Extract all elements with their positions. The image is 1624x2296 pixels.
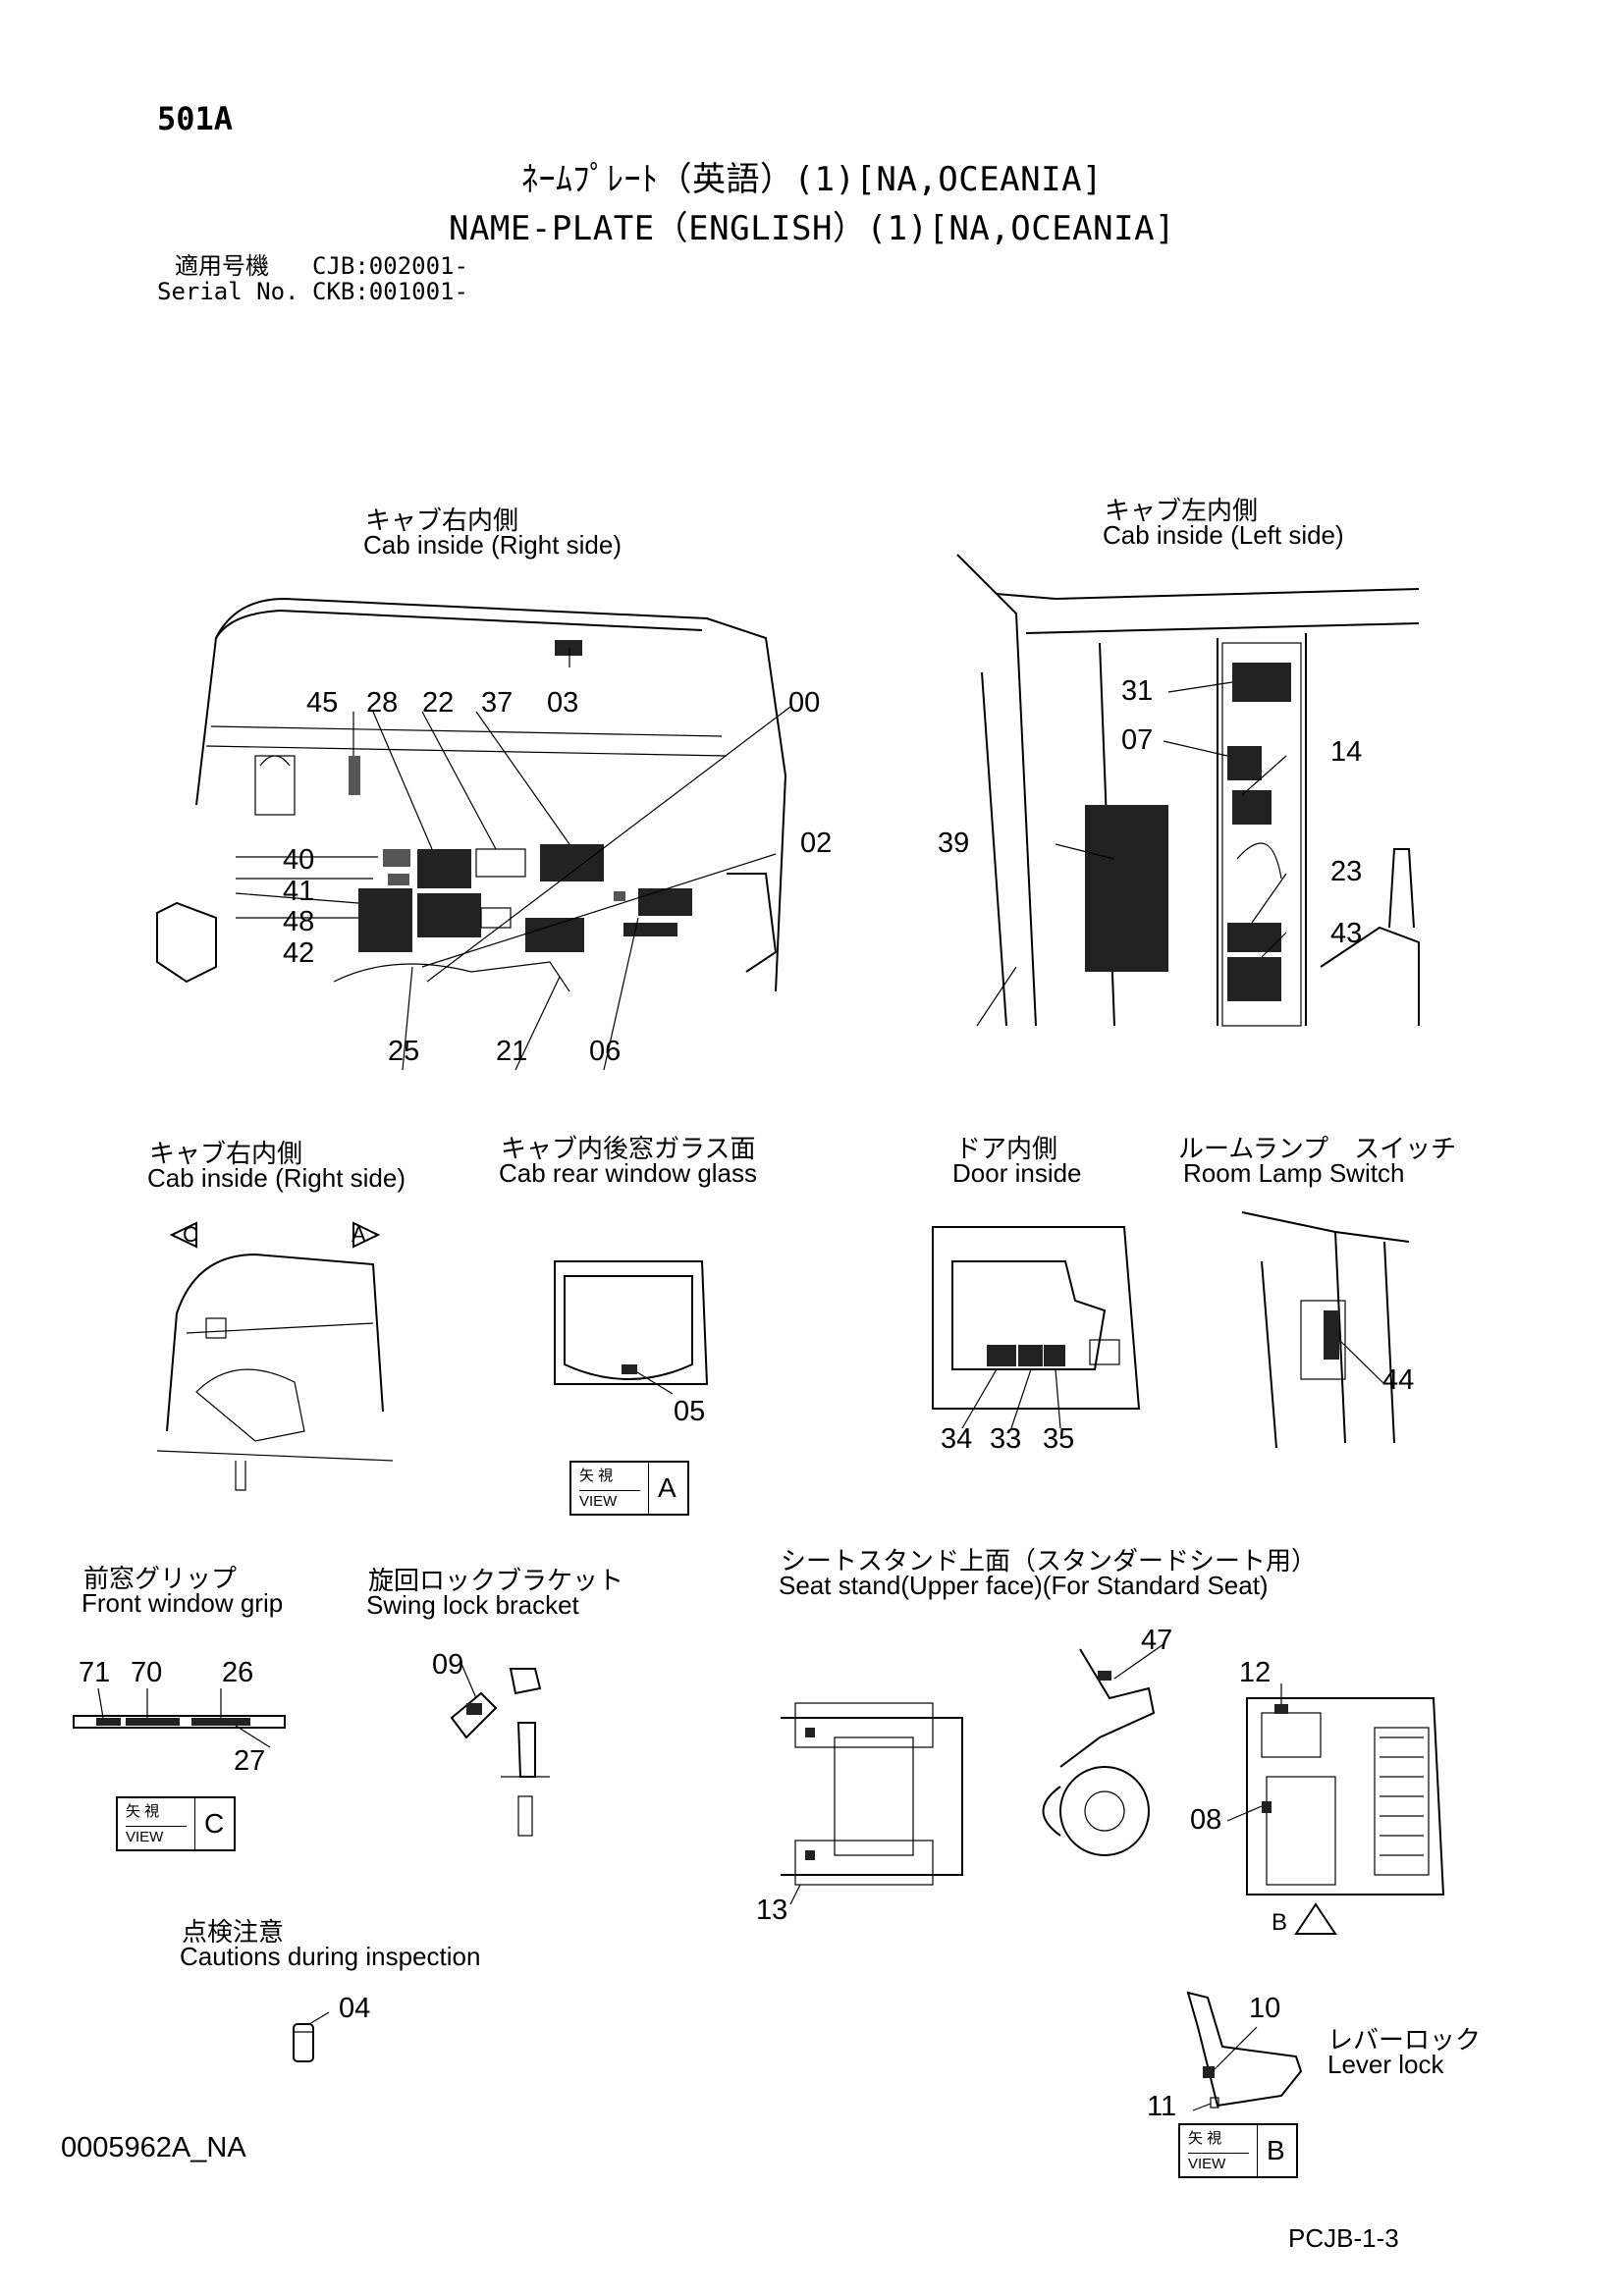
rear-glass-figure xyxy=(554,1260,709,1395)
cab-left-jp: キャブ左内側 xyxy=(1105,496,1259,525)
inspection-figure xyxy=(293,2011,330,2062)
callout-39: 39 xyxy=(938,828,970,859)
door-inside-en: Door inside xyxy=(952,1158,1082,1188)
cab-right-view-figure xyxy=(156,1221,394,1491)
page-code: 501A xyxy=(157,100,234,137)
callout-06: 06 xyxy=(589,1036,622,1067)
callout-37: 37 xyxy=(481,687,514,719)
seat-stand-en: Seat stand(Upper face)(For Standard Seat… xyxy=(779,1571,1269,1600)
view-b-letter: B xyxy=(1267,2135,1285,2165)
room-lamp-jp: ルームランプ スイッチ xyxy=(1178,1134,1457,1163)
callout-31: 31 xyxy=(1121,675,1154,707)
serial-en-label: Serial No. xyxy=(157,278,299,305)
lever-lock-figure xyxy=(1186,1991,1303,2111)
callout-07: 07 xyxy=(1121,724,1154,756)
arrow-b-label: B xyxy=(1272,1909,1288,1936)
view-b-jp: 矢 視 xyxy=(1188,2130,1222,2147)
callout-34: 34 xyxy=(941,1423,973,1455)
serial-value-1: CJB:002001- xyxy=(312,252,468,280)
callout-08: 08 xyxy=(1190,1804,1222,1836)
callout-48: 48 xyxy=(283,906,315,937)
inspection-jp: 点検注意 xyxy=(182,1917,285,1947)
view-a-jp: 矢 視 xyxy=(579,1468,614,1484)
callout-21: 21 xyxy=(496,1036,528,1067)
callout-00: 00 xyxy=(788,687,821,719)
lever-lock-jp: レバーロック xyxy=(1327,2025,1482,2055)
callout-12: 12 xyxy=(1239,1657,1272,1688)
callout-03: 03 xyxy=(547,687,579,719)
title-jp: ﾈｰﾑﾌﾟﾚｰﾄ（英語）(1)[NA,OCEANIA] xyxy=(520,160,1104,199)
callout-28: 28 xyxy=(366,687,399,719)
callout-45: 45 xyxy=(306,687,339,719)
rear-glass-en: Cab rear window glass xyxy=(499,1158,758,1188)
view-c-jp: 矢 視 xyxy=(126,1803,160,1820)
callout-26: 26 xyxy=(222,1657,254,1688)
serial-value-2: CKB:001001- xyxy=(312,278,468,305)
callout-11: 11 xyxy=(1147,2091,1177,2122)
view-c-letter: C xyxy=(204,1808,225,1839)
arrow-c-label: C xyxy=(183,1222,198,1247)
rear-glass-jp: キャブ内後窓ガラス面 xyxy=(501,1134,756,1163)
cab-right-view-en: Cab inside (Right side) xyxy=(147,1163,406,1193)
swing-lock-figure xyxy=(450,1663,550,1837)
cab-right-top-en: Cab inside (Right side) xyxy=(363,530,623,560)
view-c-marker: 矢 視 VIEW C xyxy=(116,1796,236,1851)
callout-41: 41 xyxy=(283,876,315,907)
callout-70: 70 xyxy=(131,1657,163,1688)
callout-14: 14 xyxy=(1330,736,1363,768)
view-b-marker: 矢 視 VIEW B xyxy=(1178,2123,1298,2178)
callout-23: 23 xyxy=(1330,856,1363,887)
front-grip-jp: 前窓グリップ xyxy=(83,1564,238,1593)
door-inside-jp: ドア内側 xyxy=(955,1134,1058,1163)
callout-33: 33 xyxy=(990,1423,1022,1455)
room-lamp-figure xyxy=(1241,1211,1410,1449)
cab-right-top-jp: キャブ右内側 xyxy=(365,506,519,535)
callout-47: 47 xyxy=(1141,1625,1173,1656)
callout-09: 09 xyxy=(432,1649,464,1681)
lever-lock-en: Lever lock xyxy=(1327,2050,1444,2079)
room-lamp-en: Room Lamp Switch xyxy=(1183,1158,1405,1188)
view-a-letter: A xyxy=(658,1472,677,1503)
callout-04: 04 xyxy=(339,1993,371,2024)
callout-40: 40 xyxy=(283,844,315,876)
front-grip-en: Front window grip xyxy=(81,1588,284,1618)
view-b-en: VIEW xyxy=(1188,2153,1249,2172)
callout-43: 43 xyxy=(1330,918,1363,949)
callout-44: 44 xyxy=(1382,1364,1415,1396)
door-inside-figure xyxy=(932,1226,1141,1429)
callout-02: 02 xyxy=(800,828,833,859)
cab-left-interior-figure xyxy=(956,554,1420,1027)
cab-left-en: Cab inside (Left side) xyxy=(1103,520,1344,550)
inspection-en: Cautions during inspection xyxy=(180,1942,481,1971)
front-grip-figure xyxy=(73,1687,286,1748)
view-c-en: VIEW xyxy=(126,1826,187,1845)
cab-right-view-jp: キャブ右内側 xyxy=(149,1139,303,1168)
swing-lock-jp: 旋回ロックブラケット xyxy=(368,1566,624,1595)
callout-13: 13 xyxy=(756,1895,788,1926)
arrow-a-label: A xyxy=(352,1222,366,1247)
view-a-marker: 矢 視 VIEW A xyxy=(569,1461,689,1516)
page-ref: PCJB-1-3 xyxy=(1288,2223,1399,2253)
view-a-en: VIEW xyxy=(579,1490,640,1510)
callout-22: 22 xyxy=(422,687,455,719)
callout-35: 35 xyxy=(1043,1423,1075,1455)
swing-lock-en: Swing lock bracket xyxy=(366,1590,579,1620)
serial-jp-label: 適用号機 xyxy=(175,252,269,280)
drawing-id: 0005962A_NA xyxy=(61,2132,246,2163)
callout-42: 42 xyxy=(283,937,315,969)
seat-stand-jp: シートスタンド上面（スタンダードシート用） xyxy=(781,1546,1318,1575)
seat-stand-figure xyxy=(781,1643,1445,1935)
callout-25: 25 xyxy=(388,1036,420,1067)
callout-05: 05 xyxy=(674,1396,706,1427)
callout-71: 71 xyxy=(79,1657,111,1688)
title-en: NAME-PLATE（ENGLISH）(1)[NA,OCEANIA] xyxy=(448,209,1176,248)
callout-27: 27 xyxy=(234,1745,266,1777)
cab-right-interior-figure xyxy=(156,597,791,1071)
callout-10: 10 xyxy=(1249,1993,1281,2024)
